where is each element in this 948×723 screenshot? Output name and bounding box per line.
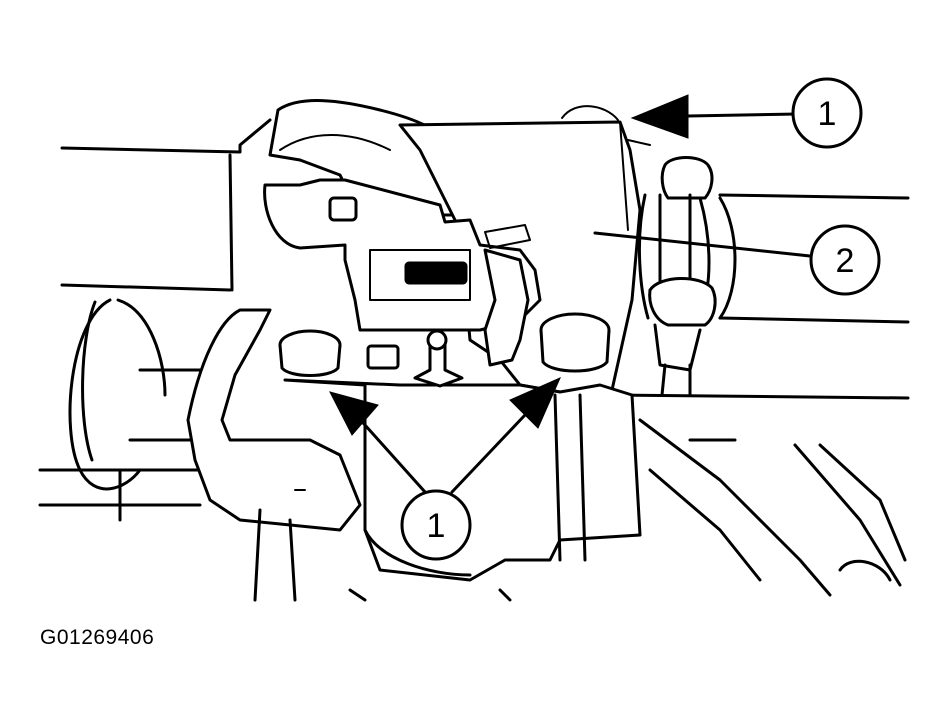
leader-lines <box>329 94 812 494</box>
callout-right: 2 <box>809 224 881 296</box>
bolt-center <box>413 329 464 388</box>
callout-top-right: 1 <box>791 77 863 149</box>
callout-label-2: 2 <box>836 242 855 280</box>
bellows-clamp <box>637 156 737 397</box>
figure-id-label: G01269406 <box>40 626 155 649</box>
bolts <box>278 312 611 388</box>
bolt-right <box>539 312 611 373</box>
callout-label-1-bottom: 1 <box>427 507 446 545</box>
pulley <box>68 298 202 522</box>
bolt-left <box>278 329 342 377</box>
bracket-arm <box>186 248 530 532</box>
callout-bottom: 1 <box>400 489 472 561</box>
callout-label-1-top: 1 <box>818 95 837 133</box>
